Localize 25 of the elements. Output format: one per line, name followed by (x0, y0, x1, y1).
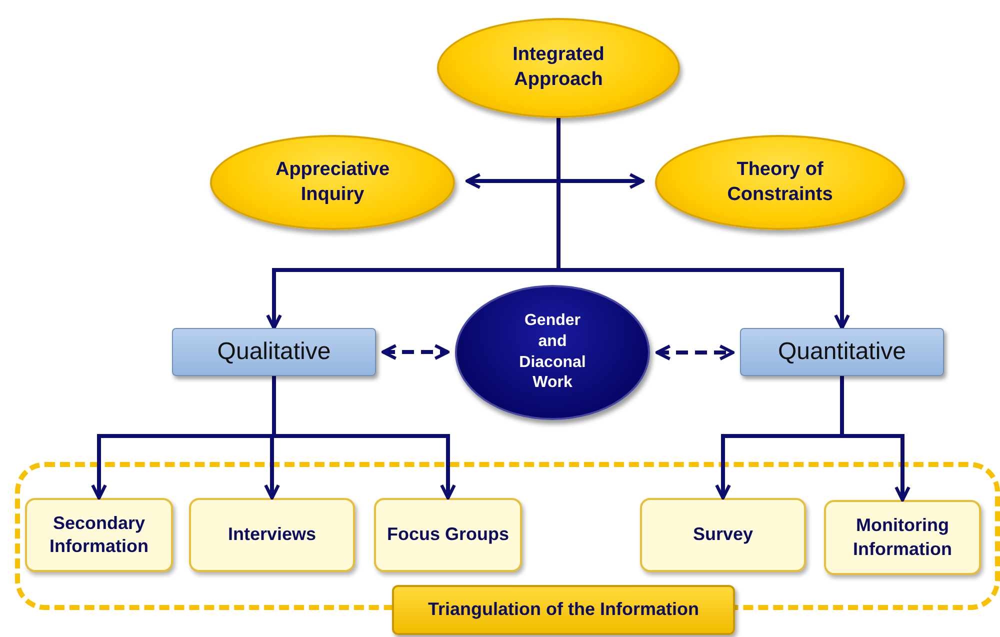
node-label: Appreciative Inquiry (274, 158, 391, 206)
banner-box (392, 585, 735, 635)
method-box (172, 328, 376, 376)
node-label: Secondary Information (48, 512, 150, 558)
node-label: Survey (692, 523, 754, 546)
node-label: Gender and Diaconal Work (518, 310, 587, 394)
arrow (381, 344, 450, 360)
source-box (640, 498, 806, 572)
arrow (272, 376, 456, 500)
node-label: Integrated Approach (512, 43, 606, 92)
node-label: Triangulation of the Information (428, 598, 699, 622)
arrow (556, 118, 850, 330)
node-label: Interviews (228, 523, 316, 546)
node-label: Quantitative (778, 337, 906, 368)
node-label: Monitoring Information (852, 514, 953, 560)
arrow (655, 344, 735, 360)
source-box (374, 498, 522, 572)
arrow (465, 173, 645, 189)
method-box (740, 328, 944, 376)
node-label: Theory of Constraints (726, 158, 834, 206)
node-label: Qualitative (217, 337, 331, 368)
source-box (824, 500, 981, 575)
node-label: Focus Groups (386, 523, 509, 546)
source-box (25, 498, 173, 572)
source-box (189, 498, 355, 572)
